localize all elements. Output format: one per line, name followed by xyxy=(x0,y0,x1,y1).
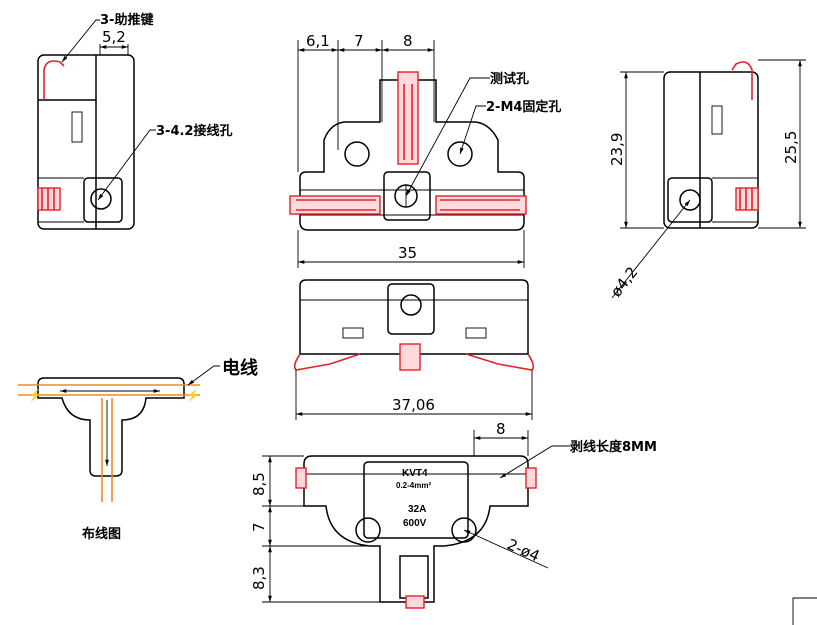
label-test-hole: 测试孔 xyxy=(490,71,529,87)
dim-7-left: 7 xyxy=(250,522,268,532)
dim-8-3: 8,3 xyxy=(250,566,268,590)
dim-37-06: 37,06 xyxy=(392,396,435,414)
bottom-view: 37,06 xyxy=(293,279,535,420)
label-mount-hole: 2-M4固定孔 xyxy=(486,99,561,115)
dim-8-5: 8,5 xyxy=(250,472,268,496)
dim-8-top: 8 xyxy=(403,32,413,50)
frame-corner xyxy=(792,597,817,625)
wiring-diagram: ⚡ ⚡ 电线 布线图 xyxy=(18,357,258,541)
dim-25-5: 25,5 xyxy=(782,131,800,164)
face-current: 32A xyxy=(408,504,426,515)
face-range: 0.2-4mm² xyxy=(396,481,431,490)
dim-2-phi4: 2-ø4 xyxy=(504,535,542,565)
face-view: KVT4 0.2-4mm² 32A 600V 8 剥线长度8MM 8,5 7 8… xyxy=(250,420,657,609)
dim-35: 35 xyxy=(398,244,417,262)
dim-5-2: 5,2 xyxy=(102,28,126,46)
label-wire-hole: 3-4.2接线孔 xyxy=(156,123,232,139)
bolt-symbol: ⚡ xyxy=(186,389,200,402)
label-wire: 电线 xyxy=(222,357,258,378)
label-strip-length: 剥线长度8MM xyxy=(570,439,657,455)
dim-23-9: 23,9 xyxy=(608,133,626,166)
dim-8-bottom: 8 xyxy=(496,420,506,438)
face-model: KVT4 xyxy=(402,468,428,479)
dim-phi-4-2: ø4,2 xyxy=(607,263,642,300)
side-view-left: 5,2 3-助推键 3-4.2接线孔 xyxy=(37,12,232,230)
front-view-top: 6,1 7 8 35 测试孔 2-M4固定孔 xyxy=(289,32,561,268)
dim-6-1: 6,1 xyxy=(306,32,330,50)
bolt-symbol: ⚡ xyxy=(28,389,42,402)
label-wiring-diagram: 布线图 xyxy=(82,526,121,541)
face-voltage: 600V xyxy=(403,518,427,529)
dim-7-top: 7 xyxy=(354,32,364,50)
label-ribs: 3-助推键 xyxy=(100,12,153,28)
side-view-right: 23,9 25,5 ø4,2 xyxy=(607,59,806,300)
